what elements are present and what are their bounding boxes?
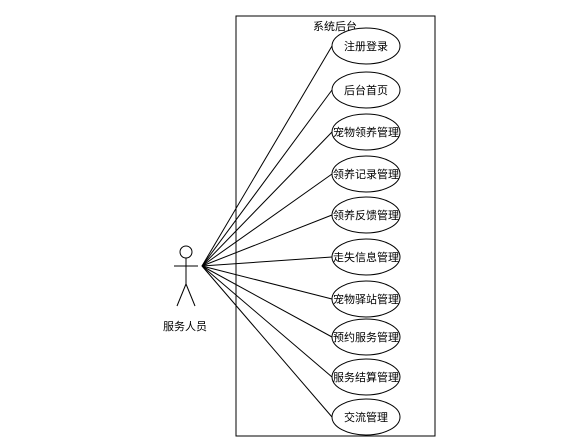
association-line [201,265,333,300]
use-case-ellipse [331,318,401,356]
association-line [201,214,333,267]
use-case-label: 走失信息管理 [333,250,399,264]
use-case-label: 领养反馈管理 [333,208,399,222]
association-line [201,265,333,378]
use-case-label: 领养记录管理 [333,167,399,181]
use-case-label: 服务结算管理 [333,370,399,384]
use-case-ellipse [331,113,401,151]
use-case: 宠物驿站管理 [331,280,401,318]
actor-right-leg [185,283,196,307]
use-case: 宠物领养管理 [331,113,401,151]
use-case-ellipse [331,398,401,436]
use-case-label: 预约服务管理 [333,330,399,344]
associations [201,45,333,418]
use-case-ellipse [331,155,401,193]
use-case: 走失信息管理 [331,238,401,276]
system-title: 系统后台 [313,19,357,33]
association-line [201,265,333,338]
use-case-ellipse [331,358,401,396]
association-line [201,89,333,267]
use-case: 领养记录管理 [331,155,401,193]
actor-name: 服务人员 [163,320,207,333]
use-case: 后台首页 [331,71,401,109]
actor-head [179,245,193,259]
use-case-ellipse [331,280,401,318]
system-boundary [235,15,436,437]
use-case-label: 后台首页 [344,83,388,97]
use-case-ellipse [331,71,401,109]
use-case-label: 宠物领养管理 [333,125,399,139]
use-case-ellipse [331,238,401,276]
association-line [201,45,333,267]
use-case-label: 宠物驿站管理 [333,292,399,306]
use-cases: 注册登录后台首页宠物领养管理领养记录管理领养反馈管理走失信息管理宠物驿站管理预约… [331,27,401,436]
association-line [201,256,333,267]
use-case-ellipse [331,196,401,234]
use-case: 领养反馈管理 [331,196,401,234]
use-case: 服务结算管理 [331,358,401,396]
use-case-label: 注册登录 [344,39,388,53]
association-line [201,265,333,418]
actor-figure [174,245,198,307]
use-case: 注册登录 [331,27,401,65]
actor-left-leg [176,283,187,307]
association-line [201,173,333,267]
use-case: 交流管理 [331,398,401,436]
association-line [201,131,333,267]
use-case-ellipse [331,27,401,65]
use-case: 预约服务管理 [331,318,401,356]
use-case-label: 交流管理 [344,410,388,424]
